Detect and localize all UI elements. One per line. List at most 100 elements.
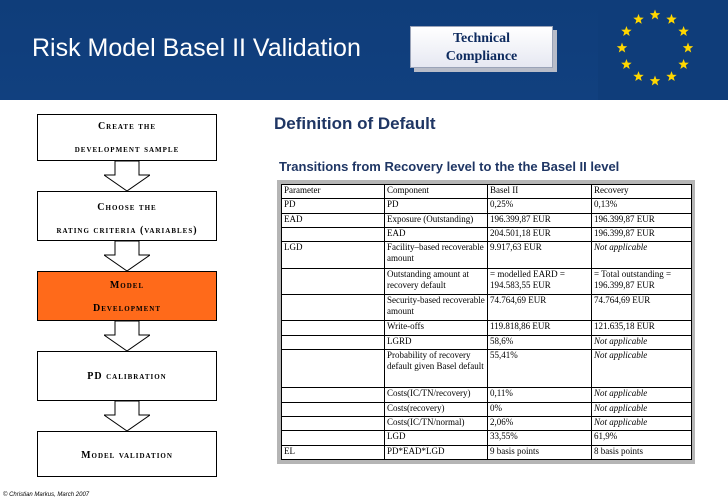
table-cell: 0,25%	[487, 198, 592, 214]
header-bar: Risk Model Basel II Validation Technical…	[0, 0, 728, 100]
table-header-cell: Recovery	[591, 183, 692, 200]
technical-compliance-badge: Technical Compliance	[410, 26, 553, 68]
star-icon	[621, 59, 632, 69]
step-5-line-1: Model validation	[81, 450, 173, 461]
down-arrow-icon	[104, 401, 150, 431]
step-4-line-1: PD calibration	[87, 371, 167, 382]
step-1-line-2: development sample	[74, 144, 180, 155]
step-2-line-1: Choose the	[97, 202, 157, 213]
table-cell: Outstanding amount at recovery default	[384, 267, 488, 295]
table-cell: Costs(IC/TN/normal)	[384, 416, 488, 432]
table-cell	[281, 348, 385, 389]
table-cell: Not applicable	[591, 416, 692, 432]
table-cell: Costs(recovery)	[384, 401, 488, 418]
step-model-validation: Model validation	[37, 431, 217, 477]
table-cell: Probability of recovery default given Ba…	[384, 348, 488, 389]
eu-flag-icon	[616, 9, 694, 86]
page-title: Risk Model Basel II Validation	[32, 34, 361, 62]
table-cell	[281, 401, 385, 418]
table-cell: 0,13%	[591, 198, 692, 214]
table-cell: Not applicable	[591, 334, 692, 350]
table-cell: 74.764,69 EUR	[487, 293, 592, 322]
table-cell: Security-based recoverable amount	[384, 293, 488, 322]
step-choose-criteria: Choose the rating criteria (variables)	[37, 191, 217, 241]
table-cell: 204.501,18 EUR	[487, 226, 592, 243]
step-3-line-2: Development	[92, 303, 161, 314]
table-cell: 33,55%	[487, 430, 592, 446]
table-cell: EAD	[384, 226, 488, 243]
table-cell	[281, 226, 385, 243]
table-cell	[281, 293, 385, 322]
table-cell: Not applicable	[591, 348, 692, 389]
copyright-footer: © Christian Markus, March 2007	[3, 492, 90, 498]
table-cell: LGD	[281, 241, 385, 269]
table-cell: 0%	[487, 401, 592, 418]
table-cell: Costs(IC/TN/recovery)	[384, 387, 488, 403]
table-cell: = Total outstanding = 196.399,87 EUR	[591, 267, 692, 295]
star-icon	[666, 13, 677, 24]
table-row: Costs(recovery)0%Not applicable	[281, 401, 692, 418]
table-header-cell: Component	[384, 183, 488, 200]
table-cell	[281, 430, 385, 446]
step-3-line-1: Model	[109, 280, 145, 291]
table-header-cell: Parameter	[281, 183, 385, 200]
section-title: Definition of Default	[274, 114, 436, 133]
table-cell: Exposure (Outstanding)	[384, 212, 488, 228]
table-row: Costs(IC/TN/recovery)0,11%Not applicable	[281, 387, 692, 403]
table-cell: 121.635,18 EUR	[591, 320, 692, 336]
table-cell: = modelled EARD = 194.583,55 EUR	[487, 267, 592, 295]
star-icon	[649, 75, 661, 86]
star-icon	[621, 26, 632, 36]
step-2-line-2: rating criteria (variables)	[56, 225, 198, 236]
table-cell: Not applicable	[591, 241, 692, 269]
star-icon	[649, 9, 661, 20]
step-1-line-1: Create the	[97, 121, 157, 132]
section-subtitle: Transitions from Recovery level to the t…	[279, 159, 620, 174]
table-cell: EL	[281, 444, 385, 461]
table-row: Outstanding amount at recovery default= …	[281, 267, 692, 295]
star-icon	[633, 71, 644, 82]
badge-line-2: Compliance	[445, 49, 518, 64]
table-cell: 2,06%	[487, 416, 592, 432]
down-arrow-icon	[104, 161, 150, 191]
step-create-sample: Create the development sample	[37, 114, 217, 161]
star-icon	[666, 71, 677, 82]
star-icon	[678, 26, 689, 36]
table-cell: PD*EAD*LGD	[384, 444, 488, 461]
table-cell: LGRD	[384, 334, 488, 350]
table-header-cell: Basel II	[487, 183, 592, 200]
table-cell	[281, 416, 385, 432]
table-cell: EAD	[281, 212, 385, 228]
table-cell: PD	[281, 198, 385, 214]
table-cell: 0,11%	[487, 387, 592, 403]
table-cell: 196.399,87 EUR	[487, 212, 592, 228]
down-arrow-icon	[104, 241, 150, 271]
table-cell: LGD	[384, 430, 488, 446]
star-icon	[678, 59, 689, 69]
star-icon	[616, 42, 628, 53]
table-cell	[281, 320, 385, 336]
table-cell: Not applicable	[591, 387, 692, 403]
table-cell	[281, 387, 385, 403]
table-cell: Write-offs	[384, 320, 488, 336]
step-pd-calibration: PD calibration	[37, 351, 217, 401]
table-cell: Not applicable	[591, 401, 692, 418]
table-cell: 196.399,87 EUR	[591, 226, 692, 243]
table-cell: 9 basis points	[487, 444, 592, 461]
table-row: Probability of recovery default given Ba…	[281, 348, 692, 389]
table-cell: Facility–based recoverable amount	[384, 241, 488, 269]
table-cell	[281, 267, 385, 295]
badge-line-1: Technical	[452, 31, 511, 46]
step-model-development: Model Development	[37, 271, 217, 321]
down-arrow-icon	[104, 321, 150, 351]
star-icon	[682, 42, 694, 53]
